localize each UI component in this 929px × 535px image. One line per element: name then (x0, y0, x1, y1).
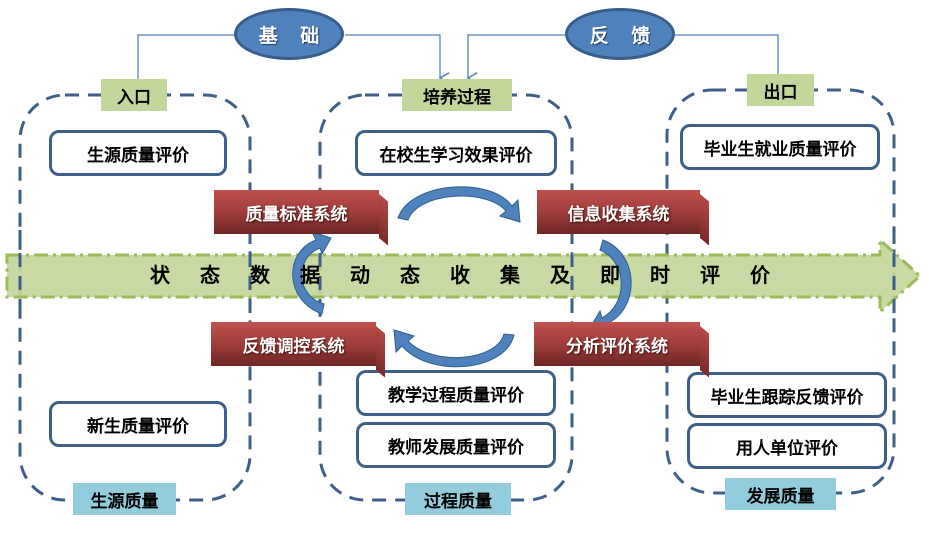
process-quality-tag: 过程质量 (405, 483, 511, 515)
arrow-feedback-to-standard-icon (292, 231, 332, 315)
exit-item-label: 毕业生跟踪反馈评价 (710, 387, 864, 408)
quality-standard-system: 质量标准系统 (214, 190, 379, 234)
dynamic-evaluation-band-text: 状 态 数 据 动 态 收 集 及 即 时 评 价 (150, 259, 770, 288)
band-char: 评 (700, 263, 720, 287)
foundation-node: 基 础 (234, 8, 344, 60)
arrow-standard-to-collection-icon (397, 186, 521, 223)
entry-tag-label: 入口 (117, 87, 151, 108)
exit-tag-label: 出口 (763, 82, 798, 103)
process-item-student-learning-eval: 在校生学习效果评价 (355, 130, 557, 176)
band-char: 数 (250, 263, 270, 287)
connector-foundation-to-entry (137, 34, 235, 80)
process-item-label: 教师发展质量评价 (388, 437, 524, 458)
feedback-control-system-label: 反馈调控系统 (242, 336, 345, 357)
exit-item-graduate-tracking-eval: 毕业生跟踪反馈评价 (687, 372, 887, 418)
entry-item-label: 生源质量评价 (87, 145, 189, 166)
info-collection-system: 信息收集系统 (537, 190, 700, 234)
connector-feedback (466, 34, 779, 84)
analysis-evaluation-system-label: 分析评价系统 (566, 336, 668, 357)
band-char: 收 (450, 263, 470, 287)
entry-item-label: 新生质量评价 (87, 416, 189, 437)
connector-feedback-to-process (466, 34, 565, 84)
exit-tag: 出口 (747, 74, 814, 106)
analysis-evaluation-system: 分析评价系统 (534, 322, 700, 366)
band-char: 据 (300, 263, 320, 287)
feedback-label: 反 馈 (589, 24, 659, 47)
band-char: 态 (200, 263, 220, 287)
band-char: 及 (550, 263, 570, 287)
development-quality-tag: 发展质量 (725, 478, 836, 510)
band-char: 动 (350, 263, 370, 287)
band-char: 即 (600, 263, 620, 287)
band-char: 状 (150, 263, 170, 287)
foundation-label: 基 础 (258, 24, 328, 47)
feedback-control-system: 反馈调控系统 (211, 322, 376, 366)
entry-item-freshman-quality-eval: 新生质量评价 (49, 401, 227, 447)
source-quality-tag: 生源质量 (73, 483, 176, 515)
info-collection-system-label: 信息收集系统 (567, 204, 670, 225)
process-tag: 培养过程 (402, 79, 512, 111)
exit-item-graduate-employment-eval: 毕业生就业质量评价 (680, 124, 880, 170)
process-tag-label: 培养过程 (423, 87, 491, 108)
process-item-teaching-process-eval: 教学过程质量评价 (356, 370, 556, 416)
arrow-analysis-to-feedback-icon (393, 329, 515, 368)
connector-foundation-to-process (345, 34, 450, 84)
band-char: 时 (650, 263, 670, 287)
process-item-teacher-development-eval: 教师发展质量评价 (356, 422, 556, 468)
exit-item-label: 用人单位评价 (736, 438, 838, 459)
quality-standard-system-label: 质量标准系统 (245, 204, 348, 225)
process-item-label: 在校生学习效果评价 (379, 145, 533, 166)
feedback-node: 反 馈 (565, 8, 675, 60)
connector-foundation (137, 34, 450, 84)
connector-feedback-to-exit (675, 34, 779, 78)
source-quality-label: 生源质量 (90, 491, 159, 512)
process-item-label: 教学过程质量评价 (388, 385, 524, 406)
exit-item-employer-eval: 用人单位评价 (687, 423, 887, 469)
band-char: 集 (500, 263, 520, 287)
process-quality-label: 过程质量 (424, 491, 492, 512)
entry-tag: 入口 (101, 79, 167, 111)
dynamic-evaluation-band-arrow (5, 236, 923, 316)
development-quality-label: 发展质量 (746, 486, 815, 507)
entry-item-source-quality-eval: 生源质量评价 (49, 130, 227, 176)
exit-item-label: 毕业生就业质量评价 (703, 139, 857, 160)
band-char: 价 (750, 263, 770, 287)
band-char: 态 (400, 263, 420, 287)
